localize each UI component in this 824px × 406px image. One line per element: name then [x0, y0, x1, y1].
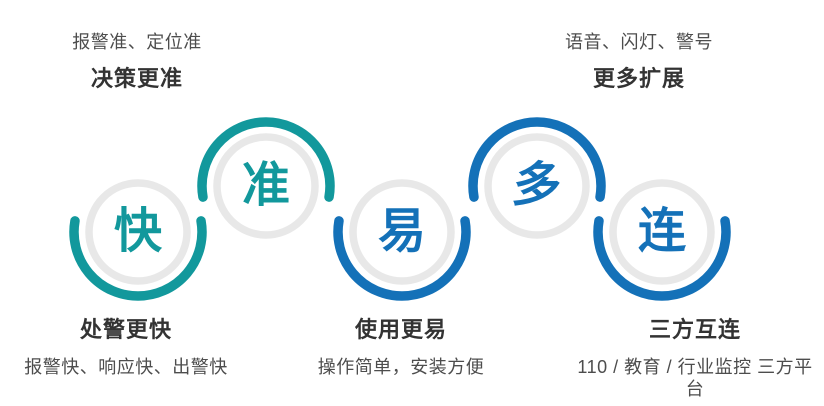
feature-heading: 决策更准 [90, 66, 183, 91]
circle-ring [85, 179, 191, 285]
feature-subtext: 操作简单，安装方便 [317, 357, 485, 377]
feature-heading: 三方互连 [648, 317, 741, 342]
circle-ring [609, 179, 715, 285]
circle-character: 快 [113, 205, 162, 258]
circle-character: 准 [241, 159, 290, 212]
feature-heading: 更多扩展 [592, 66, 685, 91]
feature-heading: 处警更快 [79, 317, 172, 342]
feature-subtext: 报警准、定位准 [72, 32, 202, 52]
circle-arc-bottom [333, 216, 471, 301]
circle-arc-bottom [593, 216, 731, 301]
feature-subtext: 语音、闪灯、警号 [565, 32, 713, 52]
label-block-duo: 语音、闪灯、警号 更多扩展 [529, 31, 749, 93]
label-block-kuai: 处警更快 报警快、响应快、出警快 [11, 316, 241, 378]
circle-unit-yi: 易 [327, 157, 477, 307]
circle-unit-kuai: 快 [63, 157, 213, 307]
label-block-yi: 使用更易 操作简单，安装方便 [286, 316, 516, 378]
circle-arc-bottom [69, 216, 207, 301]
label-block-lian: 三方互连 110 / 教育 / 行业监控 三方平台 [575, 316, 815, 400]
circle-character: 连 [637, 205, 686, 258]
circle-ring [213, 133, 319, 239]
feature-subtext: 110 / 教育 / 行业监控 三方平台 [577, 357, 813, 399]
circle-unit-zhun: 准 [191, 111, 341, 261]
circle-unit-lian: 连 [587, 157, 737, 307]
feature-heading: 使用更易 [354, 317, 447, 342]
circle-unit-duo: 多 [462, 111, 612, 261]
label-block-zhun: 报警准、定位准 决策更准 [27, 31, 247, 93]
circle-arc-top [468, 117, 606, 202]
circle-character: 易 [377, 205, 426, 258]
circle-ring [349, 179, 455, 285]
feature-subtext: 报警快、响应快、出警快 [24, 357, 228, 377]
circle-arc-top [197, 117, 335, 202]
circle-ring [484, 133, 590, 239]
